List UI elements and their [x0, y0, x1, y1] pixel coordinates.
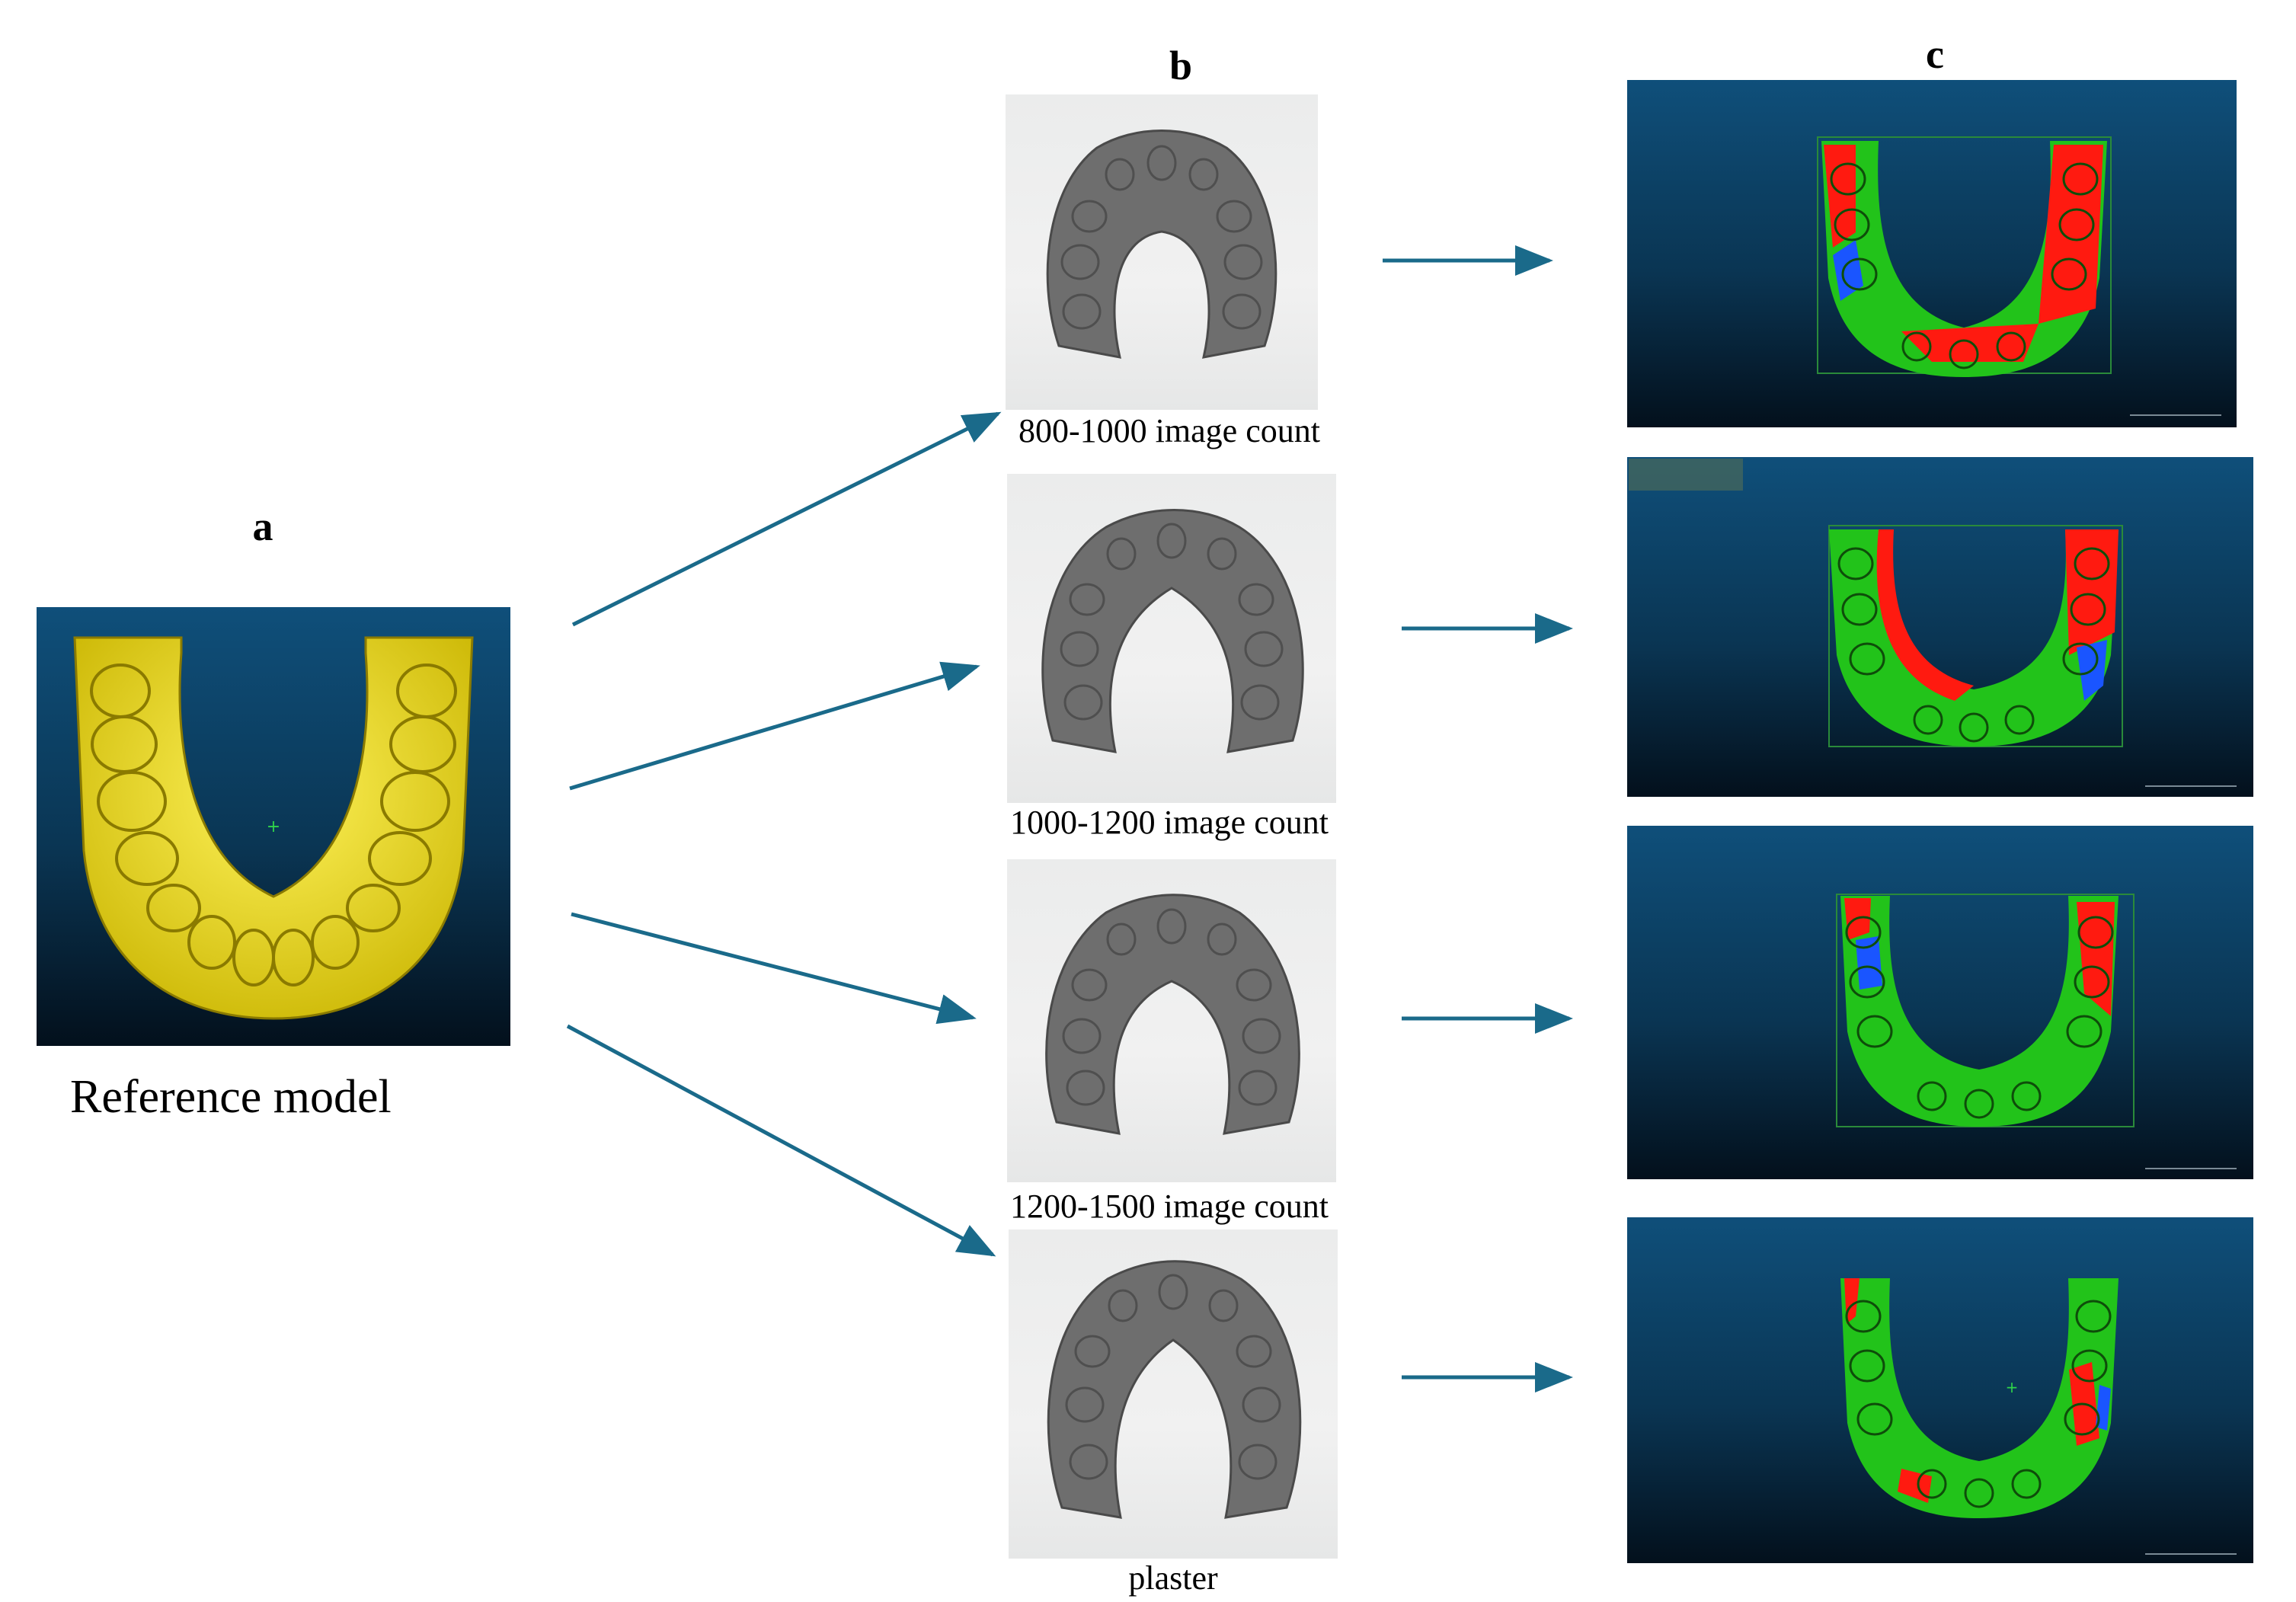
- scan-image-plaster: [1009, 1229, 1338, 1559]
- scan-caption-1000-1200: 1000-1200 image count: [1010, 804, 1329, 841]
- scan-image-800-1000: [1006, 94, 1318, 410]
- scan-image-1000-1200: [1007, 474, 1336, 803]
- scan-caption-plaster: plaster: [1128, 1559, 1218, 1597]
- deviation-map-800-1000: [1627, 80, 2237, 427]
- arrow-ref-to-scan-2: [569, 661, 980, 791]
- svg-text:+: +: [2006, 1378, 2019, 1396]
- panel-label-c: c: [1926, 31, 1944, 77]
- arrow-ref-to-scan-4: [566, 1024, 996, 1257]
- reference-model-image: +: [37, 607, 510, 1046]
- reference-model-caption: Reference model: [70, 1071, 392, 1123]
- panel-label-a: a: [252, 504, 273, 549]
- scan-image-1200-1500: [1007, 859, 1336, 1182]
- arrow-ref-to-scan-1: [571, 411, 1002, 627]
- scan-caption-800-1000: 800-1000 image count: [1018, 412, 1320, 449]
- panel-label-b: b: [1169, 43, 1193, 88]
- deviation-map-plaster: +: [1627, 1217, 2253, 1563]
- scan-caption-1200-1500: 1200-1500 image count: [1010, 1188, 1329, 1225]
- deviation-map-1200-1500: [1627, 826, 2253, 1179]
- arrow-ref-to-scan-3: [571, 912, 977, 1025]
- deviation-map-1000-1200: [1627, 457, 2253, 797]
- svg-text:+: +: [267, 817, 280, 836]
